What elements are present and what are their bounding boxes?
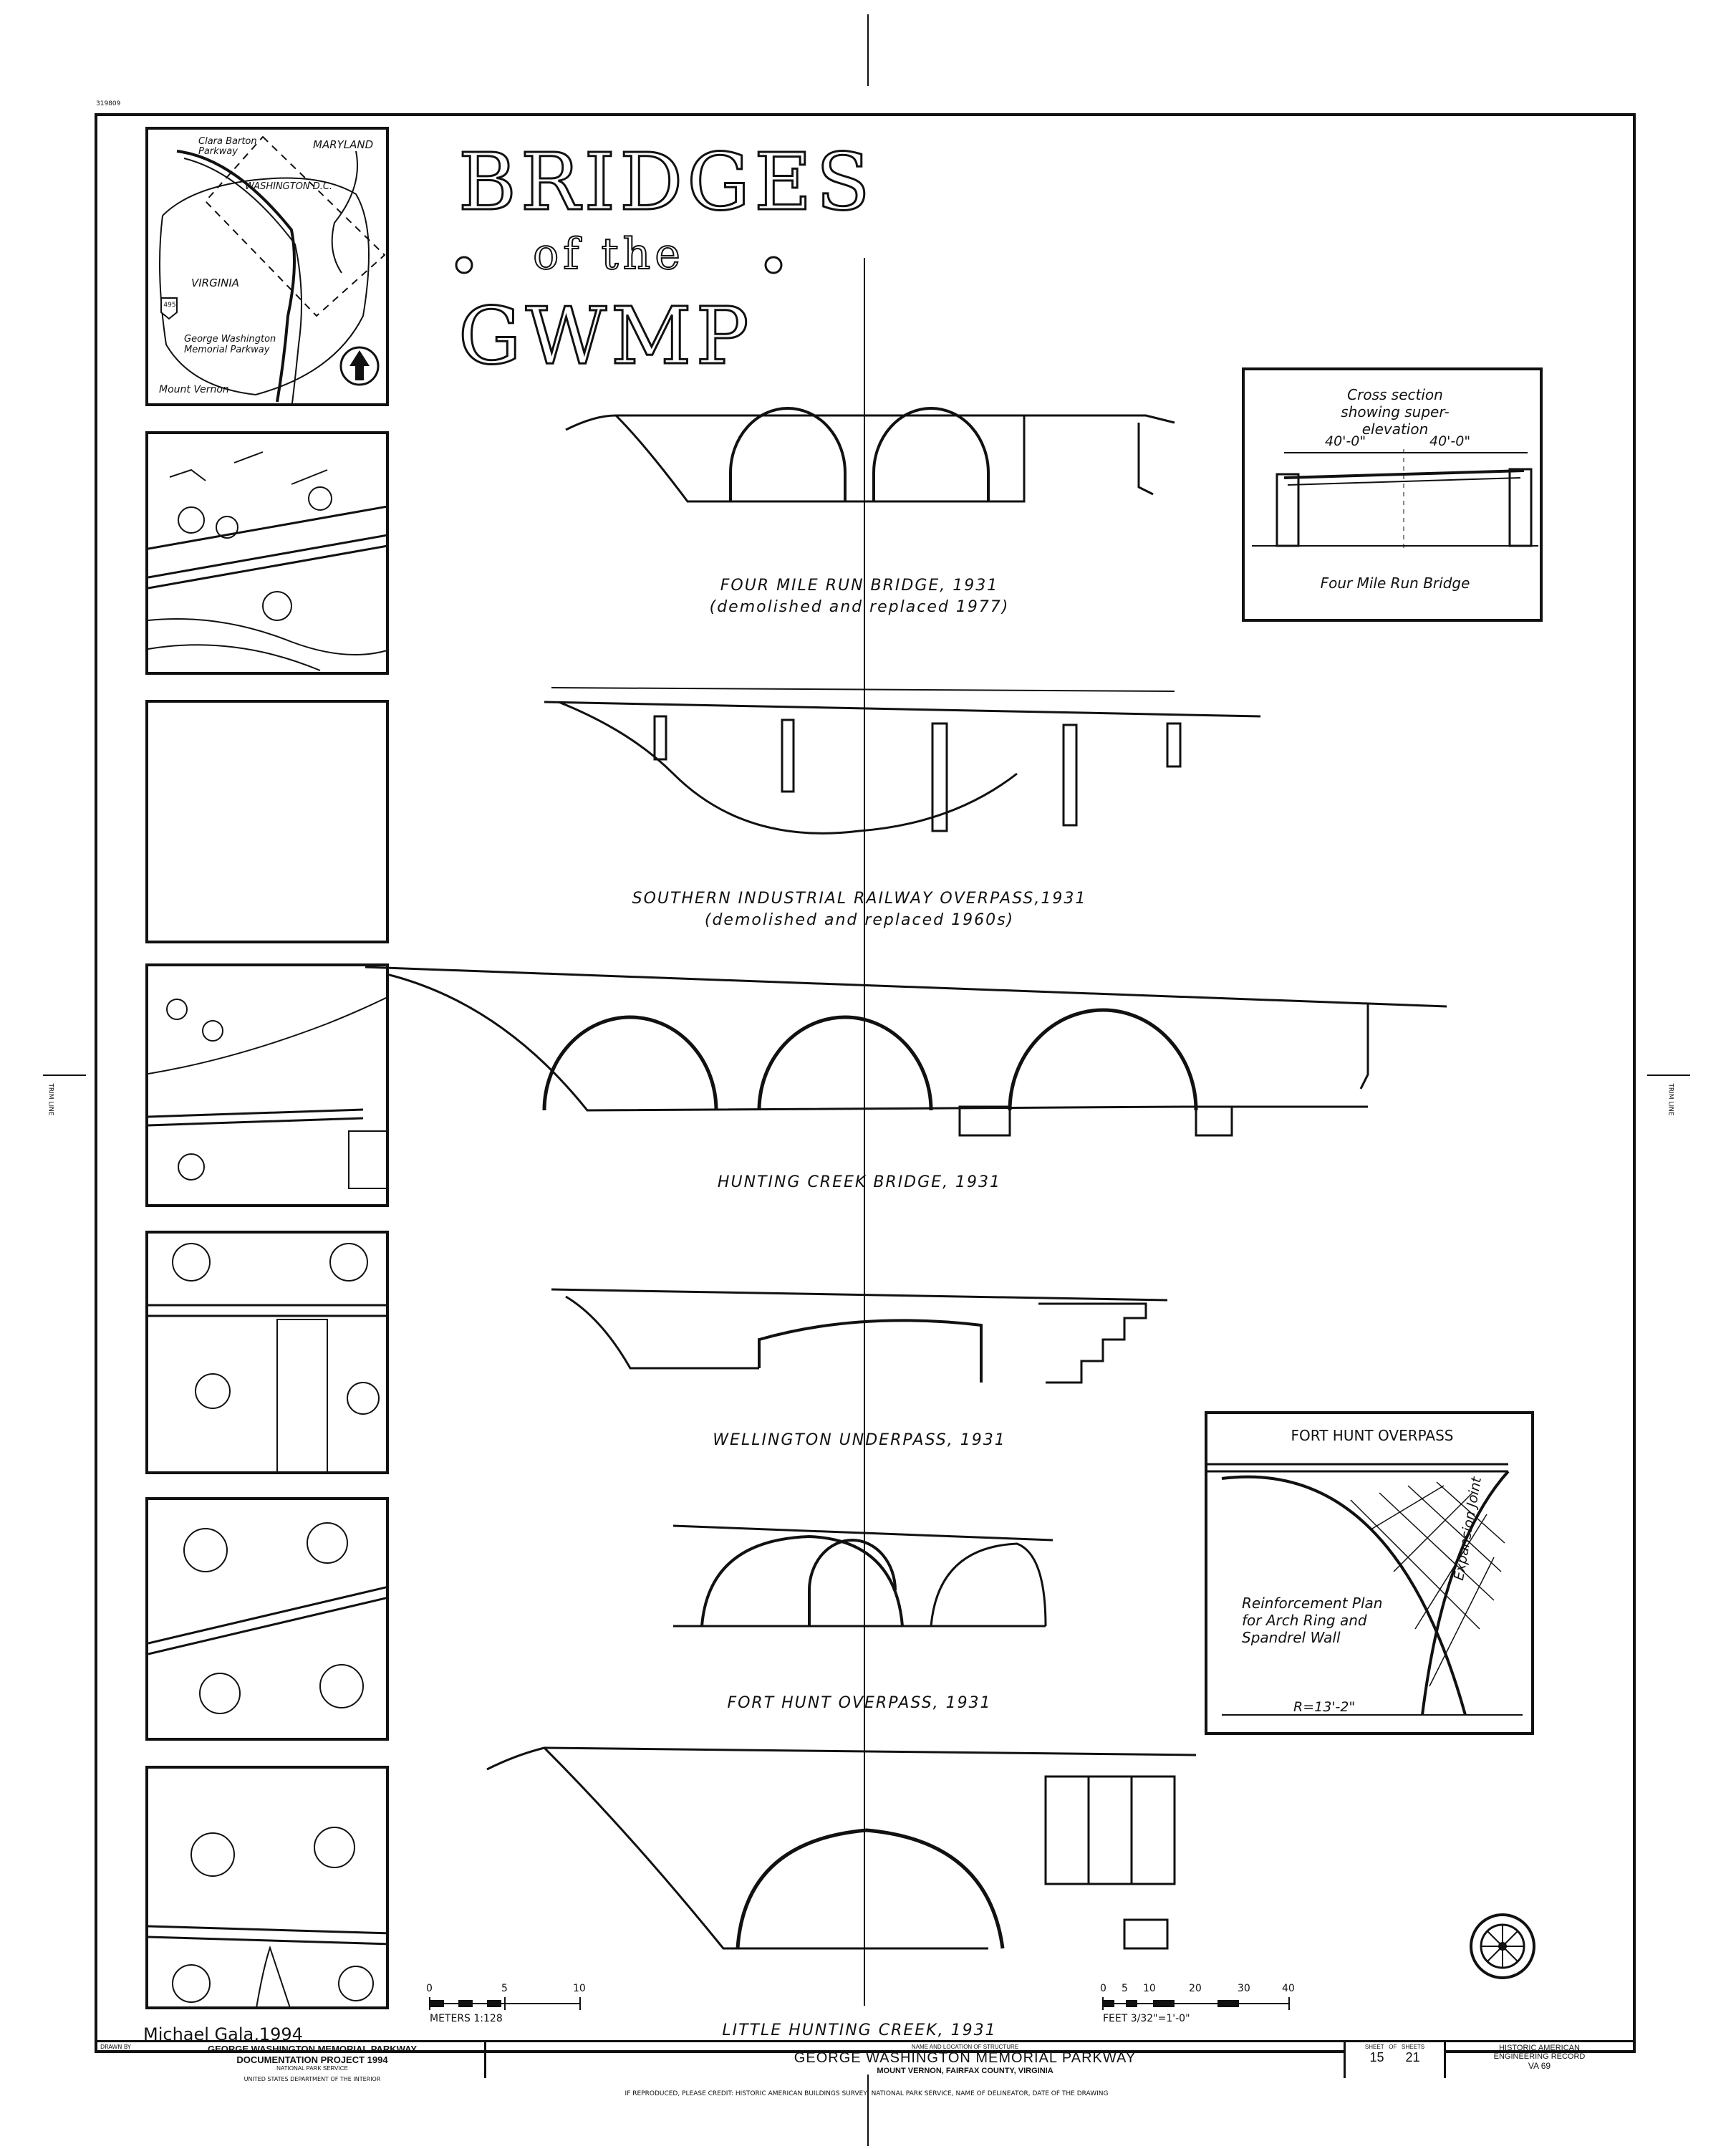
aerial-sketch-6 [148, 1827, 386, 2006]
center-line [864, 258, 865, 2006]
feet-tick-10: 10 [1143, 1983, 1156, 1994]
feet-tick-30: 30 [1238, 1983, 1250, 1994]
name-location-label: NAME AND LOCATION OF STRUCTURE [911, 2044, 1019, 2050]
meters-tick-0: 0 [426, 1983, 433, 1994]
note-southern-railway: (demolished and replaced 1960s) [704, 911, 1015, 929]
feet-label: FEET 3/32"=1'-0" [1103, 2013, 1190, 2024]
aerial-sketch-5 [148, 1522, 386, 1714]
elevation-hunting-creek [365, 966, 1447, 1137]
fort-hunt-radius-label: R=13'-2" [1293, 1699, 1356, 1715]
fort-hunt-detail-title: FORT HUNT OVERPASS [1291, 1427, 1454, 1444]
feet-tick-40: 40 [1282, 1983, 1295, 1994]
project-line1: GEORGE WASHINGTON MEMORIAL PARKWAY [207, 2044, 418, 2054]
project-line2: DOCUMENTATION PROJECT 1994 [236, 2054, 388, 2065]
caption-fort-hunt: FORT HUNT OVERPASS, 1931 [727, 1694, 992, 1712]
aerial-sketch-1 [148, 451, 386, 671]
map-label-virginia: VIRGINIA [191, 277, 240, 289]
aerial-sketch-3 [148, 996, 386, 1189]
map-label-clara-barton: Clara Barton Parkway [198, 136, 257, 157]
title-block-record: HISTORIC AMERICAN ENGINEERING RECORD VA … [1444, 2042, 1633, 2078]
elevation-wellington [551, 1288, 1168, 1384]
map-label-maryland: MARYLAND [313, 138, 374, 151]
record-line2: ENGINEERING RECORD [1493, 2052, 1586, 2061]
meters-label: METERS 1:128 [430, 2013, 503, 2024]
reproduction-credit: IF REPRODUCED, PLEASE CREDIT: HISTORIC A… [625, 2090, 1109, 2097]
agency-line1: NATIONAL PARK SERVICE [276, 2065, 348, 2072]
caption-southern-railway: SOUTHERN INDUSTRIAL RAILWAY OVERPASS,193… [632, 890, 1087, 908]
feet-tick-0: 0 [1100, 1983, 1106, 1994]
map-label-gwmp: George Washington Memorial Parkway [184, 334, 276, 355]
aerial-view-wellington [145, 1231, 389, 1474]
trim-mark-bottom [867, 2075, 869, 2146]
title-block-sheet: SHEET OF SHEETS 15 21 [1344, 2042, 1444, 2078]
cross-section-panel: Cross section showing super-elevation 40… [1242, 367, 1543, 622]
caption-little-hunting-creek: LITTLE HUNTING CREEK, 1931 [722, 2021, 997, 2039]
map-drawing [159, 135, 386, 403]
trim-mark-right [1647, 1074, 1690, 1076]
note-four-mile-run: (demolished and replaced 1977) [709, 598, 1010, 616]
meters-tick-5: 5 [501, 1983, 508, 1994]
drawn-by-label: DRAWN BY [100, 2044, 131, 2050]
title-block: DRAWN BY GEORGE WASHINGTON MEMORIAL PARK… [97, 2040, 1633, 2078]
cross-section-drawing [1252, 449, 1538, 549]
aerial-view-little-hunting-creek [145, 1766, 389, 2009]
title-line3: GWMP [458, 289, 753, 383]
of-label: OF [1389, 2044, 1397, 2050]
sheet-numbers: 15 21 [1346, 2050, 1444, 2065]
sheet-labels: SHEET OF SHEETS [1346, 2044, 1444, 2050]
aerial-sketch-4 [148, 1243, 386, 1471]
fort-hunt-detail-drawing [1207, 1463, 1523, 1716]
elevation-four-mile-run [565, 407, 1175, 503]
aerial-view-four-mile-run [145, 431, 389, 675]
cross-section-title: Cross section showing super-elevation [1341, 386, 1450, 438]
elevation-fort-hunt [672, 1524, 1053, 1628]
aerial-view-southern-railway [145, 700, 389, 943]
corner-code: 319809 [96, 100, 121, 107]
map-label-mount-vernon: Mount Vernon [159, 384, 229, 395]
title-block-project: GEORGE WASHINGTON MEMORIAL PARKWAY DOCUM… [140, 2042, 484, 2078]
elevation-little-hunting-creek [486, 1746, 1197, 1950]
aerial-view-fort-hunt [145, 1497, 389, 1741]
map-label-495: 495 [163, 302, 176, 309]
record-line1: HISTORIC AMERICAN [1499, 2044, 1580, 2052]
sheets-total: 21 [1405, 2050, 1420, 2064]
fort-hunt-plan-label: Reinforcement Plan for Arch Ring and Spa… [1242, 1595, 1383, 1646]
elevation-southern-railway [544, 687, 1261, 835]
agency-line2: UNITED STATES DEPARTMENT OF THE INTERIOR [243, 2076, 381, 2082]
title-line2: of the [532, 229, 685, 280]
sheets-label: SHEETS [1402, 2044, 1425, 2050]
caption-four-mile-run: FOUR MILE RUN BRIDGE, 1931 [720, 577, 999, 595]
caption-wellington: WELLINGTON UNDERPASS, 1931 [713, 1431, 1006, 1449]
cross-section-caption: Four Mile Run Bridge [1320, 574, 1470, 592]
sheet-label: SHEET [1364, 2044, 1384, 2050]
meters-tick-10: 10 [573, 1983, 586, 1994]
trim-mark-top [867, 14, 869, 86]
cross-section-dim-right: 40'-0" [1429, 433, 1471, 449]
structure-location: MOUNT VERNON, FAIRFAX COUNTY, VIRGINIA [877, 2067, 1053, 2075]
record-number: VA 69 [1528, 2061, 1551, 2071]
title-block-structure: NAME AND LOCATION OF STRUCTURE GEORGE WA… [484, 2042, 1444, 2078]
location-map: Clara Barton Parkway MARYLAND WASHINGTON… [145, 127, 389, 406]
aerial-view-hunting-creek [145, 963, 389, 1207]
trim-mark-left [43, 1074, 86, 1076]
structure-name: GEORGE WASHINGTON MEMORIAL PARKWAY [794, 2050, 1137, 2066]
map-label-washington: WASHINGTON D.C. [245, 181, 333, 192]
sheet-number: 15 [1369, 2050, 1384, 2064]
caption-hunting-creek: HUNTING CREEK BRIDGE, 1931 [717, 1173, 1002, 1191]
feet-tick-5: 5 [1122, 1983, 1128, 1994]
cross-section-dim-left: 40'-0" [1325, 433, 1366, 449]
feet-tick-20: 20 [1189, 1983, 1202, 1994]
fort-hunt-detail-panel: FORT HUNT OVERPASS Reinforcement Plan fo… [1205, 1411, 1534, 1735]
sheet-border [95, 113, 1636, 2053]
